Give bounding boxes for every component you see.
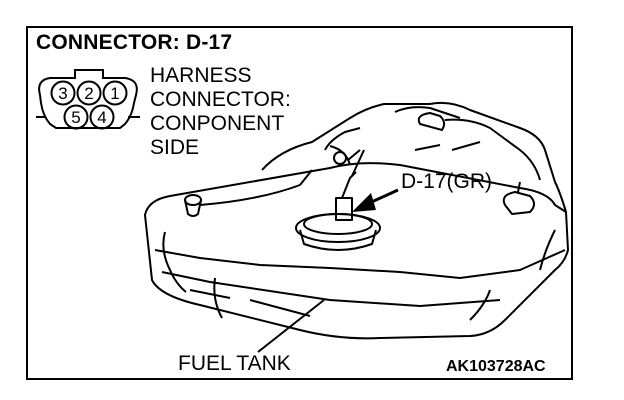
pin-2-label: 2 <box>84 84 93 103</box>
harness-connector-label: HARNESS CONNECTOR: CONPONENT SIDE <box>150 64 291 160</box>
connector-title: CONNECTOR: D-17 <box>36 31 233 54</box>
figure-code: AK103728AC <box>446 358 546 375</box>
connector-callout-label: D-17(GR) <box>401 170 493 193</box>
fuel-tank-label: FUEL TANK <box>178 352 291 375</box>
harness-label-line-4: SIDE <box>150 136 200 159</box>
figure-frame <box>26 26 573 380</box>
harness-label-line-2: CONNECTOR: <box>150 88 291 111</box>
fuel-tank-illustration <box>144 101 569 353</box>
connector-symbol <box>36 69 140 130</box>
pin-1-label: 1 <box>110 84 119 103</box>
pin-4-label: 4 <box>97 108 106 127</box>
harness-label-line-1: HARNESS <box>150 64 252 87</box>
pin-5-label: 5 <box>71 108 80 127</box>
harness-label-line-3: CONPONENT <box>150 112 285 135</box>
pin-3-label: 3 <box>58 84 67 103</box>
callout-arrow <box>352 188 399 212</box>
